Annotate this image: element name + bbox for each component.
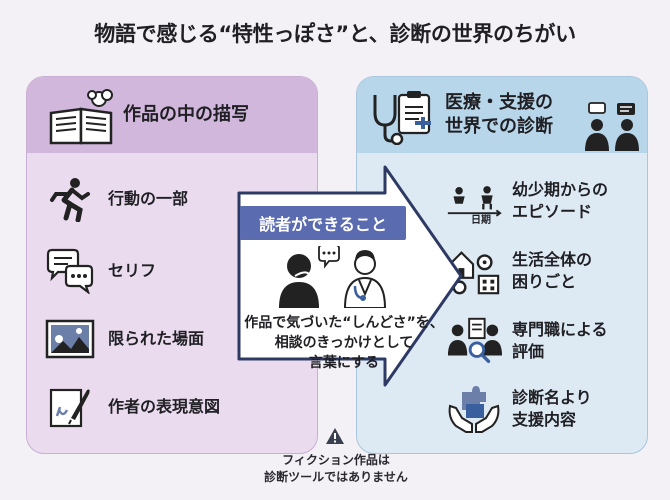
child-timeline-icon	[447, 186, 502, 217]
puzzle-hands-icon	[448, 386, 500, 433]
right-panel-title: 医療・支援の 世界での診断	[445, 92, 553, 137]
speech-bubbles-icon	[46, 248, 94, 294]
page-title: 物語で感じる“特性っぽさ”と、診断の世界のちがい	[94, 22, 576, 46]
left-item-intent: 作者の表現意図	[42, 382, 220, 432]
reader-action-text: 作品で気づいた“しんどさ”を、 相談のきっかけとして 言葉にする	[244, 315, 444, 371]
right-item-label: 専門職による 評価	[512, 320, 608, 361]
right-item-label: 幼少期からの エピソード	[512, 180, 609, 221]
running-person-icon	[50, 178, 90, 222]
left-item-label: 作者の表現意図	[108, 397, 221, 416]
left-item-label: 行動の一部	[108, 189, 189, 208]
left-panel-title: 作品の中の描写	[123, 104, 249, 125]
left-item-action: 行動の一部	[42, 174, 188, 224]
open-book-icon	[49, 89, 113, 145]
left-item-label: セリフ	[108, 261, 157, 280]
right-item-support: 診断名より 支援内容	[446, 384, 592, 434]
right-panel-header: 医療・支援の 世界での診断	[357, 77, 647, 153]
professionals-magnifier-icon	[447, 317, 502, 363]
right-item-daily-life: 生活全体の 困りごと	[446, 246, 592, 296]
left-item-scenes: 限られた場面	[42, 314, 204, 364]
left-item-label: 限られた場面	[108, 329, 205, 348]
quill-pen-icon	[49, 388, 90, 428]
right-item-label: 診断名より 支援内容	[512, 388, 592, 429]
patient-doctor-icon	[279, 246, 387, 308]
framed-scene-icon	[45, 319, 95, 359]
right-item-assessment: 専門職による 評価	[446, 316, 608, 366]
left-item-lines: セリフ	[42, 246, 156, 296]
consultation-people-icon	[585, 102, 639, 151]
stethoscope-clipboard-icon	[373, 91, 431, 145]
right-item-childhood: 幼少期からの エピソード	[446, 176, 608, 226]
reader-action-tag: 読者ができること	[240, 206, 406, 240]
warning-icon	[326, 428, 344, 444]
disclaimer-text: フィクション作品は 診断ツールではありません	[264, 453, 408, 484]
right-item-label: 生活全体の 困りごと	[512, 250, 593, 291]
left-panel-header: 作品の中の描写	[27, 77, 317, 153]
timeline-label: 日期	[471, 215, 491, 226]
